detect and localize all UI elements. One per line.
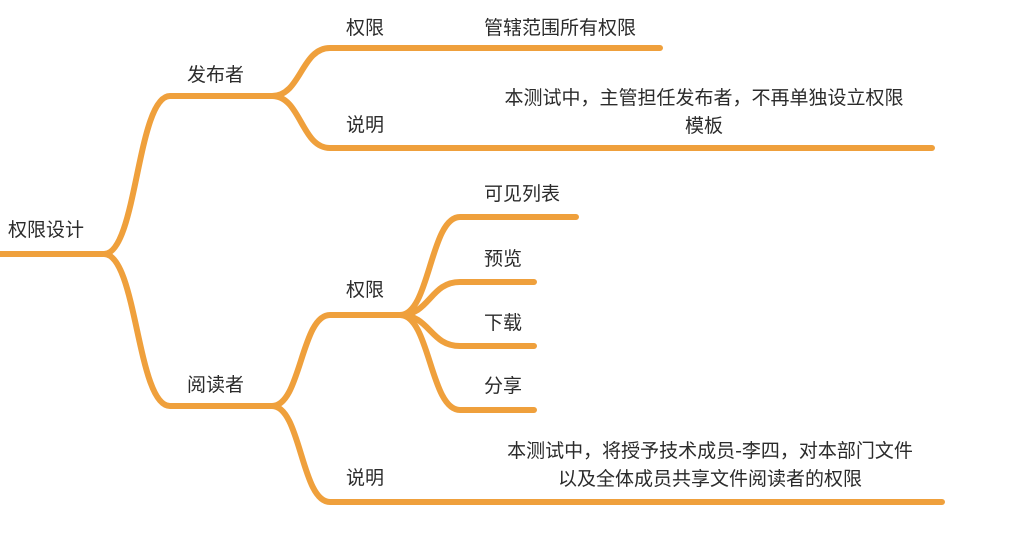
- branch-publisher-note: [269, 93, 935, 151]
- reader-permission-item-preview: 预览: [484, 248, 523, 270]
- branch-root-publisher: [101, 93, 275, 257]
- branch-reader-permission: [269, 312, 403, 409]
- reader-note-line-2: 以及全体成员共享文件阅读者的权限: [557, 468, 862, 490]
- branch-item-visible-list: [397, 214, 579, 318]
- publisher-note-line-2: 模板: [684, 115, 723, 137]
- branch-root-reader: [101, 251, 275, 409]
- reader-permission-item-download: 下载: [484, 312, 523, 334]
- reader-permission-item-visible-list: 可见列表: [484, 183, 561, 205]
- branch-item-share: [397, 312, 537, 413]
- reader-note-content: 本测试中，将授予技术成员-李四，对本部门文件 以及全体成员共享文件阅读者的权限: [484, 437, 936, 493]
- publisher-note-line-1: 本测试中，主管担任发布者，不再单独设立权限: [504, 87, 904, 109]
- reader-note-line-1: 本测试中，将授予技术成员-李四，对本部门文件: [507, 440, 913, 462]
- branch-reader-note: [269, 403, 945, 505]
- publisher-permission-label: 权限: [346, 17, 385, 39]
- reader-note-label: 说明: [346, 467, 385, 489]
- publisher-node-label: 发布者: [187, 64, 245, 86]
- publisher-note-label: 说明: [346, 114, 385, 136]
- reader-permission-label: 权限: [346, 279, 385, 301]
- reader-node-label: 阅读者: [187, 374, 245, 396]
- publisher-note-content: 本测试中，主管担任发布者，不再单独设立权限 模板: [484, 84, 924, 140]
- branch-publisher-permission: [269, 45, 663, 99]
- root-node-label: 权限设计: [8, 219, 85, 241]
- publisher-permission-content: 管辖范围所有权限: [484, 17, 637, 39]
- reader-permission-item-share: 分享: [484, 375, 523, 397]
